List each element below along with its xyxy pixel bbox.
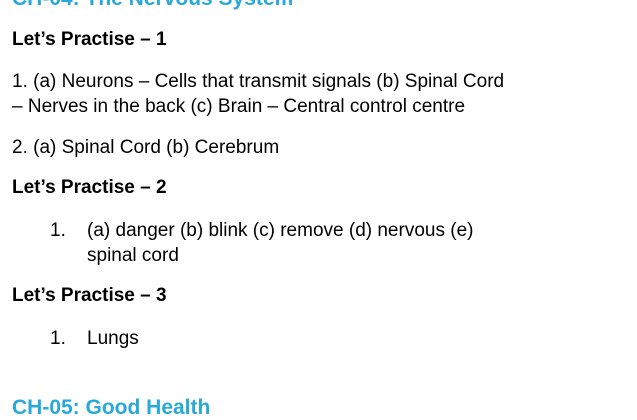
practise-2-heading: Let’s Practise – 2 bbox=[12, 177, 167, 198]
chapter-title-nervous-system: CH-04: The Nervous System bbox=[12, 0, 293, 11]
practise-1-heading: Let’s Practise – 1 bbox=[12, 29, 167, 50]
chapter-title-good-health: CH-05: Good Health bbox=[12, 396, 211, 419]
list-item-text: (a) danger (b) blink (c) remove (d) nerv… bbox=[87, 218, 527, 268]
practise-1-answer-1: 1. (a) Neurons – Cells that transmit sig… bbox=[12, 69, 567, 119]
list-item-line-1: (a) danger (b) blink (c) remove (d) nerv… bbox=[87, 220, 474, 241]
practise-3-heading: Let’s Practise – 3 bbox=[12, 285, 167, 306]
list-item-line-2: spinal cord bbox=[87, 245, 179, 266]
practise-3-list-item: 1. Lungs bbox=[50, 326, 527, 351]
answer-1-line-2: – Nerves in the back (c) Brain – Central… bbox=[12, 96, 466, 117]
answer-1-line-1: 1. (a) Neurons – Cells that transmit sig… bbox=[12, 71, 505, 92]
list-item-number: 1. bbox=[50, 220, 66, 241]
list-item-text: Lungs bbox=[87, 328, 139, 349]
practise-2-list-item: 1. (a) danger (b) blink (c) remove (d) n… bbox=[50, 218, 527, 268]
list-item-number: 1. bbox=[50, 328, 66, 349]
practise-1-answer-2: 2. (a) Spinal Cord (b) Cerebrum bbox=[12, 137, 280, 158]
